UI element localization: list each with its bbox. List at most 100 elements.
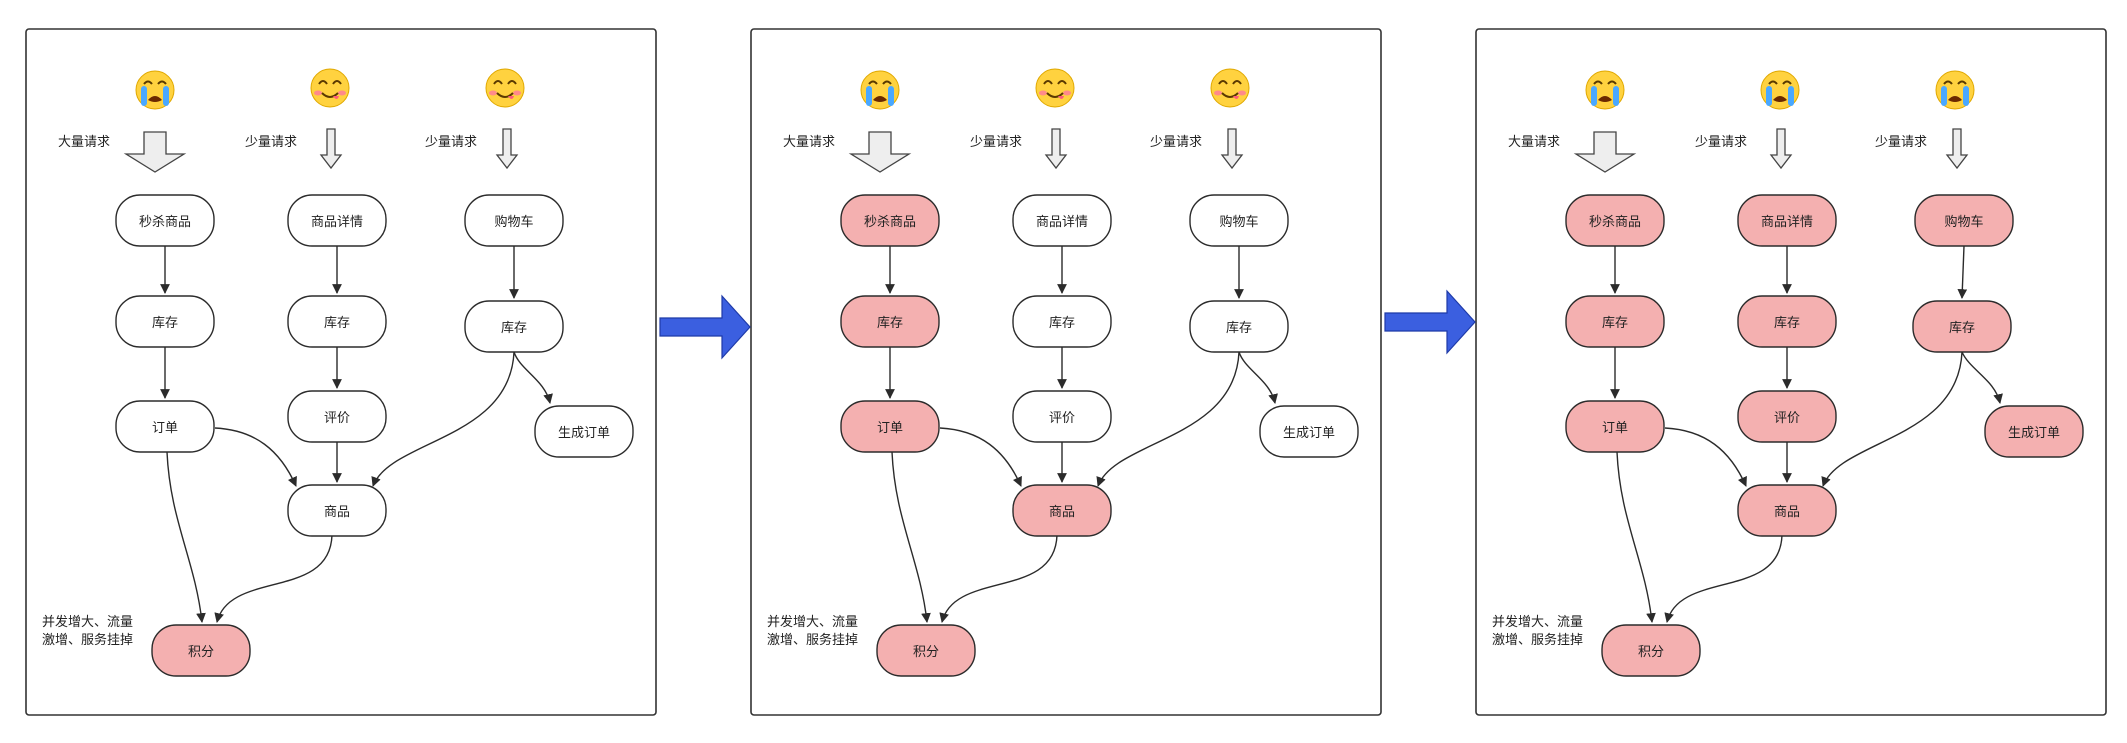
overload-annotation-line2: 激增、服务挂掉 (1492, 632, 1583, 648)
overload-annotation-line2: 激增、服务挂掉 (42, 632, 133, 648)
svg-text:秒杀商品: 秒杀商品 (1589, 215, 1641, 230)
heavy-traffic-arrow-icon (848, 131, 912, 173)
overload-annotation-line2: 激增、服务挂掉 (767, 632, 858, 648)
node-detail: 商品详情 (1012, 194, 1112, 247)
heavy-traffic-label: 大量请求 (58, 135, 110, 150)
overload-annotation-line1: 并发增大、流量 (767, 614, 858, 630)
svg-text:商品: 商品 (324, 505, 350, 520)
svg-text:积分: 积分 (188, 645, 214, 660)
panel-frame (750, 28, 1382, 716)
node-stock-1: 库存 (115, 295, 215, 348)
crying-face-icon (135, 70, 175, 110)
node-product: 商品 (1737, 484, 1837, 537)
svg-text:订单: 订单 (152, 421, 178, 436)
node-seckill: 秒杀商品 (840, 194, 940, 247)
light-traffic-label: 少量请求 (1695, 135, 1747, 150)
heavy-traffic-label: 大量请求 (1508, 135, 1560, 150)
svg-text:商品详情: 商品详情 (1761, 215, 1813, 230)
light-traffic-arrow-icon (1769, 128, 1793, 170)
svg-text:秒杀商品: 秒杀商品 (864, 215, 916, 230)
node-points: 积分 (151, 624, 251, 677)
heavy-traffic-label: 大量请求 (783, 135, 835, 150)
light-traffic-arrow-icon (1945, 128, 1969, 170)
node-order: 订单 (1565, 400, 1665, 453)
next-stage-arrow-icon (1384, 289, 1476, 355)
svg-text:订单: 订单 (877, 421, 903, 436)
svg-text:库存: 库存 (877, 315, 903, 331)
node-points: 积分 (1601, 624, 1701, 677)
next-stage-arrow-icon (659, 294, 751, 360)
node-order: 订单 (840, 400, 940, 453)
node-order: 订单 (115, 400, 215, 453)
svg-text:库存: 库存 (1774, 315, 1800, 331)
node-review: 评价 (1012, 390, 1112, 443)
panel-frame (1475, 28, 2107, 716)
light-traffic-label: 少量请求 (1875, 135, 1927, 150)
node-cart: 购物车 (1189, 194, 1289, 247)
node-stock-1: 库存 (1565, 295, 1665, 348)
heavy-traffic-arrow-icon (1573, 131, 1637, 173)
node-stock-2: 库存 (1737, 295, 1837, 348)
crying-face-icon (1935, 70, 1975, 110)
node-seckill: 秒杀商品 (1565, 194, 1665, 247)
node-stock-1: 库存 (840, 295, 940, 348)
svg-text:积分: 积分 (1638, 645, 1664, 660)
node-seckill: 秒杀商品 (115, 194, 215, 247)
svg-text:积分: 积分 (913, 645, 939, 660)
overload-annotation-line1: 并发增大、流量 (1492, 614, 1583, 630)
light-traffic-arrow-icon (495, 128, 519, 170)
svg-text:库存: 库存 (152, 315, 178, 331)
panel-1: 大量请求 少量请求 少量请求 秒杀商品 商品详情 购物车 库存 (25, 28, 657, 716)
svg-text:购物车: 购物车 (494, 214, 533, 230)
node-detail: 商品详情 (287, 194, 387, 247)
svg-text:商品: 商品 (1049, 505, 1075, 520)
node-cart: 购物车 (464, 194, 564, 247)
svg-text:生成订单: 生成订单 (558, 426, 610, 441)
light-traffic-arrow-icon (1220, 128, 1244, 170)
svg-text:评价: 评价 (1049, 411, 1075, 426)
svg-text:购物车: 购物车 (1944, 214, 1983, 230)
panel-frame (25, 28, 657, 716)
light-traffic-label: 少量请求 (425, 135, 477, 150)
svg-text:秒杀商品: 秒杀商品 (139, 215, 191, 230)
crying-face-icon (860, 70, 900, 110)
svg-text:库存: 库存 (1226, 320, 1252, 336)
node-stock-2: 库存 (1012, 295, 1112, 348)
node-stock-2: 库存 (287, 295, 387, 348)
svg-text:评价: 评价 (324, 411, 350, 426)
node-points: 积分 (876, 624, 976, 677)
panel-2: 大量请求 少量请求 少量请求 秒杀商品 商品详情 购物车 库存 (750, 28, 1382, 716)
svg-text:生成订单: 生成订单 (2008, 426, 2060, 441)
svg-text:订单: 订单 (1602, 421, 1628, 436)
svg-text:商品详情: 商品详情 (1036, 215, 1088, 230)
light-traffic-label: 少量请求 (245, 135, 297, 150)
panel-3: 大量请求 少量请求 少量请求 秒杀商品 商品详情 购物车 库存 (1475, 28, 2107, 716)
light-traffic-label: 少量请求 (970, 135, 1022, 150)
heavy-traffic-arrow-icon (123, 131, 187, 173)
overload-annotation-line1: 并发增大、流量 (42, 614, 133, 630)
node-detail: 商品详情 (1737, 194, 1837, 247)
svg-text:库存: 库存 (324, 315, 350, 331)
svg-text:商品: 商品 (1774, 505, 1800, 520)
node-review: 评价 (287, 390, 387, 443)
smiling-face-icon (1210, 68, 1250, 108)
svg-text:库存: 库存 (1949, 320, 1975, 336)
light-traffic-arrow-icon (1044, 128, 1068, 170)
node-stock-3: 库存 (464, 300, 564, 353)
svg-text:生成订单: 生成订单 (1283, 426, 1335, 441)
crying-face-icon (1585, 70, 1625, 110)
crying-face-icon (1760, 70, 1800, 110)
node-gen-order: 生成订单 (1259, 405, 1359, 458)
light-traffic-arrow-icon (319, 128, 343, 170)
node-stock-3: 库存 (1912, 300, 2012, 353)
smiling-face-icon (310, 68, 350, 108)
node-product: 商品 (287, 484, 387, 537)
node-stock-3: 库存 (1189, 300, 1289, 353)
svg-text:库存: 库存 (1049, 315, 1075, 331)
node-gen-order: 生成订单 (534, 405, 634, 458)
svg-text:评价: 评价 (1774, 411, 1800, 426)
smiling-face-icon (1035, 68, 1075, 108)
svg-text:购物车: 购物车 (1219, 214, 1258, 230)
svg-text:商品详情: 商品详情 (311, 215, 363, 230)
